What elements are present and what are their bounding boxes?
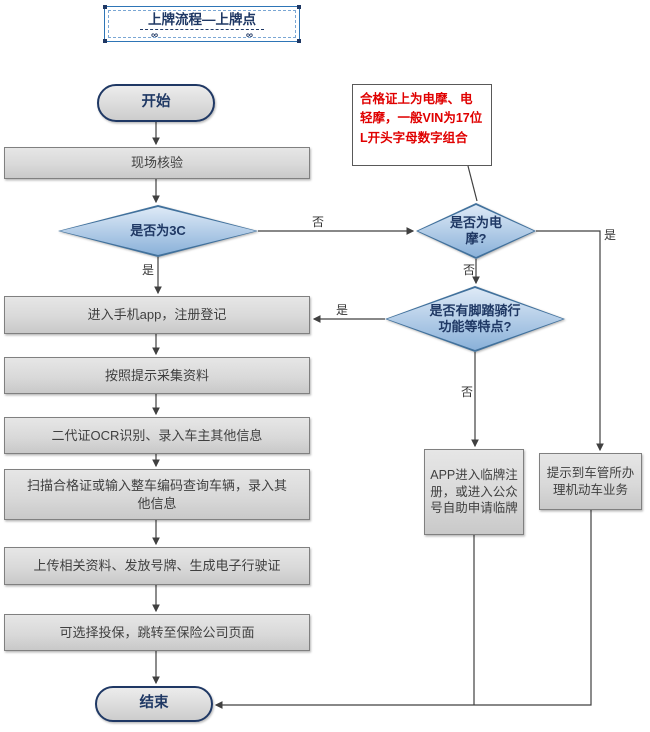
decision-is-emoto-label: 是否为电摩? <box>449 214 502 246</box>
title-decor: ∞ ∞ <box>109 29 295 41</box>
end-node: 结束 <box>95 686 213 722</box>
edge-label-yes-isemoto: 是 <box>604 228 617 242</box>
process-upload-issue: 上传相关资料、发放号牌、生成电子行驶证 <box>4 547 310 585</box>
process-ocr-input: 二代证OCR识别、录入车主其他信息 <box>4 417 310 454</box>
decision-is-emoto: 是否为电摩? <box>416 203 536 259</box>
infinity-icon: ∞ <box>245 29 253 41</box>
edge-label-no-is3c: 否 <box>312 215 325 229</box>
page-title: 上牌流程—上牌点 <box>140 8 264 30</box>
process-dmv-notice: 提示到车管所办理机动车业务 <box>539 453 642 510</box>
title-corner-handle <box>297 39 301 43</box>
process-temp-plate: APP进入临牌注册，或进入公众号自助申请临牌 <box>424 449 524 535</box>
process-collect-info: 按照提示采集资料 <box>4 357 310 394</box>
title-inner-frame: 上牌流程—上牌点 ∞ ∞ <box>108 8 296 41</box>
start-node: 开始 <box>97 84 215 122</box>
decision-is-3c-label: 是否为3C <box>130 222 186 238</box>
process-insurance: 可选择投保，跳转至保险公司页面 <box>4 614 310 651</box>
connector-note-to-isemoto <box>467 165 478 202</box>
connector-dmv-to-end <box>214 510 592 709</box>
edge-label-no-haspedal: 否 <box>461 385 474 399</box>
process-onsite-check: 现场核验 <box>4 147 310 179</box>
title-corner-handle <box>103 39 107 43</box>
edge-label-yes-is3c: 是 <box>142 263 155 277</box>
decision-is-3c: 是否为3C <box>58 205 258 257</box>
flowchart-title-box: 上牌流程—上牌点 ∞ ∞ <box>103 5 301 43</box>
edge-label-no-isemoto: 否 <box>463 263 476 277</box>
process-app-register: 进入手机app，注册登记 <box>4 296 310 334</box>
title-corner-handle <box>297 5 301 9</box>
infinity-icon: ∞ <box>151 29 159 41</box>
note-certificate: 合格证上为电摩、电轻摩，一般VIN为17位L开头字母数字组合 <box>352 84 492 166</box>
title-corner-handle <box>103 5 107 9</box>
process-scan-certificate: 扫描合格证或输入整车编码查询车辆，录入其他信息 <box>4 469 310 520</box>
decision-has-pedal-label: 是否有脚踏骑行功能等特点? <box>429 302 521 334</box>
edge-label-yes-haspedal: 是 <box>336 303 349 317</box>
decision-has-pedal: 是否有脚踏骑行功能等特点? <box>385 286 565 352</box>
